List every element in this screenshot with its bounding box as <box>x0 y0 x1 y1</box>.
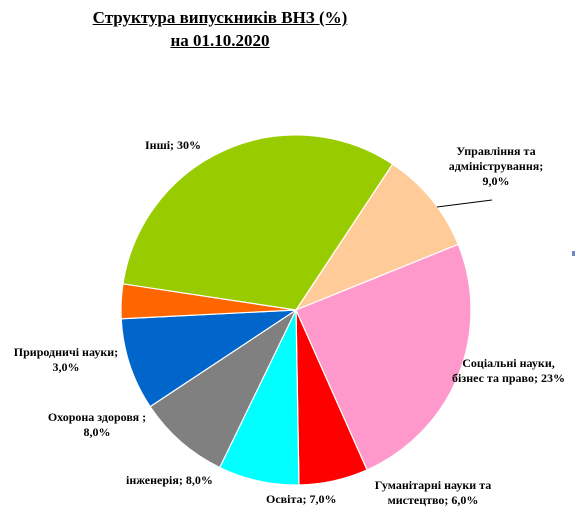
label-education: Освіта; 7,0% <box>266 492 337 507</box>
label-management-line-3: 9,0% <box>482 174 510 188</box>
label-humanities: Гуманітарні науки та мистецтво; 6,0% <box>358 478 508 508</box>
label-management-line-2: адміністрування; <box>448 159 544 173</box>
edge-mark <box>572 251 575 256</box>
label-natural-sciences-line-1: Природничі науки; <box>13 345 119 359</box>
label-health: Охорона здоровя ; 8,0% <box>30 410 164 440</box>
label-humanities-line-2: мистецтво; 6,0% <box>387 493 479 507</box>
label-health-line-1: Охорона здоровя ; <box>47 410 147 424</box>
label-other-line-1: Інші; 30% <box>145 138 202 152</box>
label-engineering: інженерія; 8,0% <box>126 473 213 488</box>
label-social-sciences-line-1: Соціальні науки, <box>462 356 555 370</box>
label-natural-sciences: Природничі науки; 3,0% <box>2 345 130 375</box>
chart-title-line-1: Структура випускників ВНЗ (%) <box>92 8 348 27</box>
label-humanities-line-1: Гуманітарні науки та <box>374 478 492 492</box>
chart-title: Структура випускників ВНЗ (%) на 01.10.2… <box>0 6 440 52</box>
label-social-sciences-line-2: бізнес та право; 23% <box>452 371 565 385</box>
pie-slice-management <box>294 163 460 312</box>
label-health-line-2: 8,0% <box>83 425 111 439</box>
label-management: Управління та адміністрування; 9,0% <box>436 144 556 189</box>
pie-slice-other <box>122 134 394 311</box>
label-social-sciences: Соціальні науки, бізнес та право; 23% <box>440 356 577 386</box>
label-management-line-1: Управління та <box>456 144 536 158</box>
chart-title-line-2: на 01.10.2020 <box>170 31 270 50</box>
pie-slice-health <box>120 309 299 408</box>
label-education-line-1: Освіта; 7,0% <box>266 492 337 506</box>
pie-slice-engineering <box>149 308 298 469</box>
label-engineering-line-1: інженерія; 8,0% <box>126 473 213 487</box>
label-natural-sciences-line-2: 3,0% <box>52 360 80 374</box>
label-other: Інші; 30% <box>145 138 201 153</box>
pie-slice-social-sciences <box>295 243 472 471</box>
leader-line-management <box>436 199 493 208</box>
